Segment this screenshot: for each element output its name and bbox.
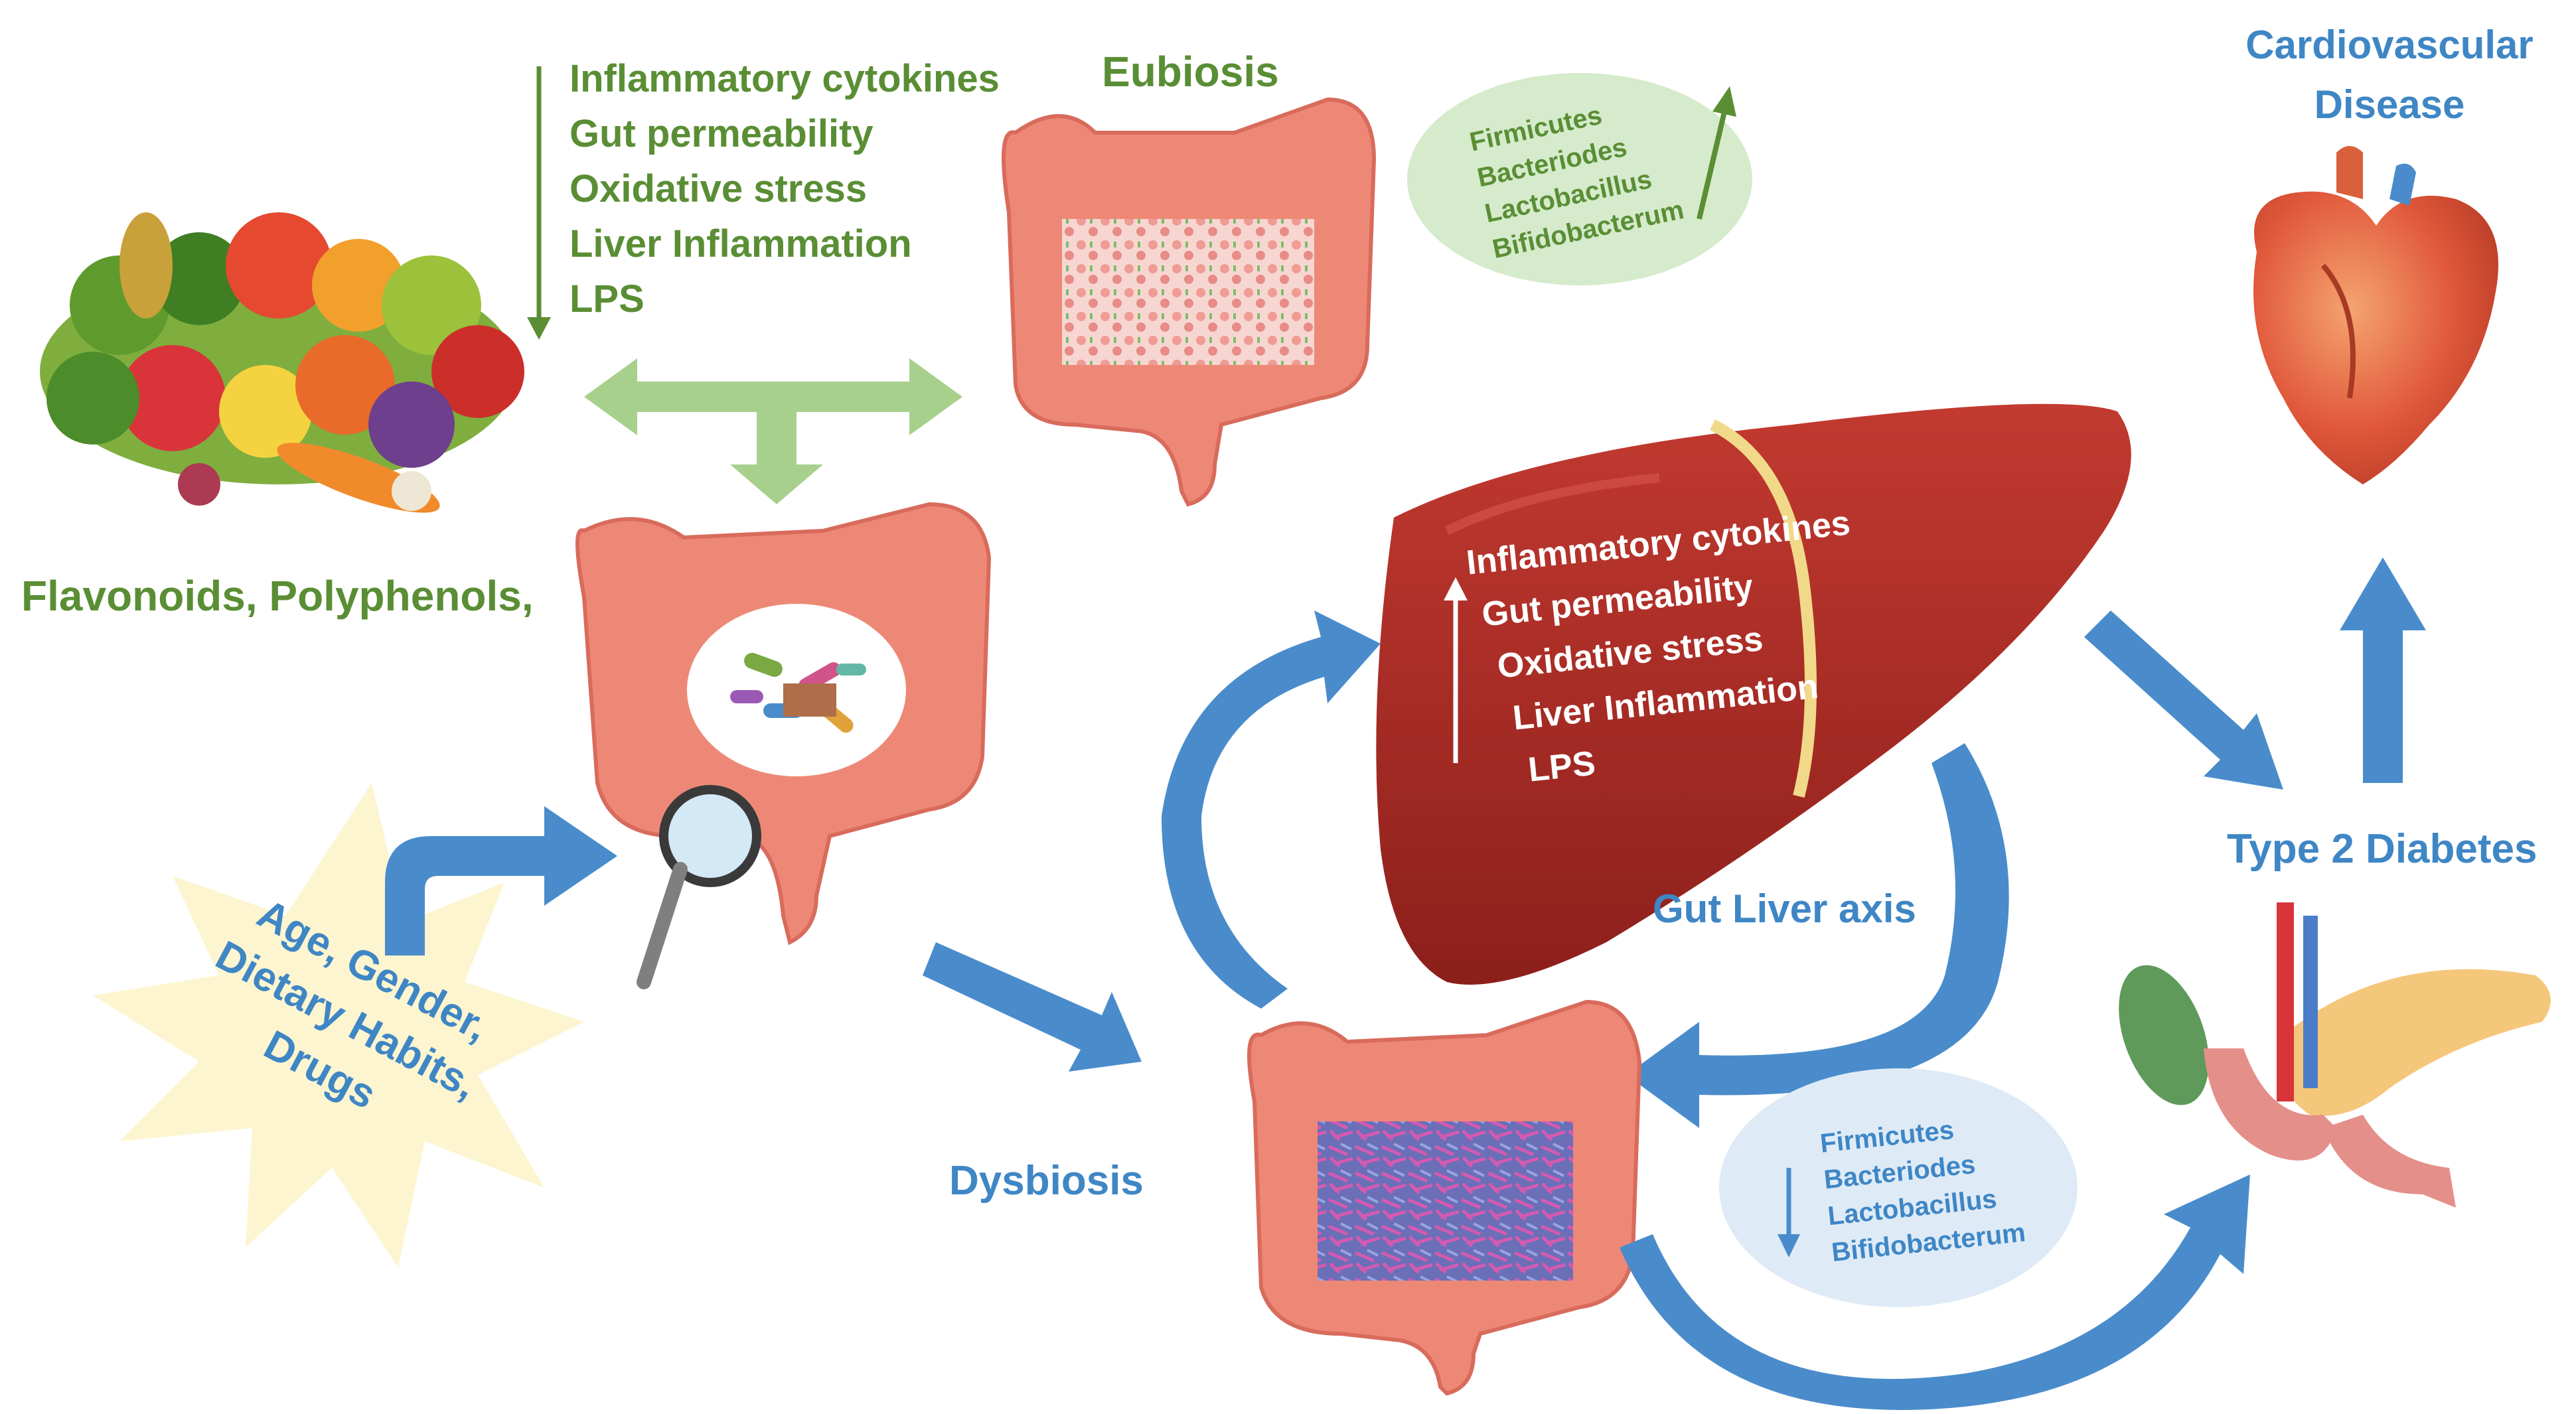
dysbiosis-label: Dysbiosis: [949, 1158, 1144, 1204]
blue-up-arrow: [2340, 557, 2426, 783]
top-effect-item: Inflammatory cytokines: [569, 57, 1000, 100]
vegetables-image: [40, 212, 524, 513]
top-effect-item: Oxidative stress: [569, 167, 867, 210]
intestine-icon: [1002, 97, 1377, 507]
magnifier-icon: [637, 785, 761, 989]
top-effects-list: Inflammatory cytokines Gut permeability …: [569, 57, 1000, 320]
intestine-icon: [575, 502, 992, 946]
eubiosis-label: Eubiosis: [1102, 48, 1279, 96]
liver-icon: [1376, 403, 2131, 985]
blue-arrow: [923, 942, 1142, 1072]
cardio-label: Cardiovascular Disease: [2245, 23, 2534, 127]
top-effect-item: Gut permeability: [569, 112, 873, 155]
up-arrow-icon: [1697, 86, 1736, 220]
eubiosis-bacteria-panel: Firmicutes Bacteriodes Lactobacillus Bif…: [1407, 73, 1752, 285]
cardio-label-line: Cardiovascular: [2245, 23, 2534, 67]
cardio-label-line: Disease: [2314, 82, 2465, 127]
blue-curved-arrow: [1620, 1174, 2250, 1410]
down-arrow-icon: [1778, 1168, 1800, 1257]
diet-label: Flavonoids, Polyphenols,: [21, 572, 534, 620]
bacteria-cluster: [730, 652, 866, 733]
blue-curved-arrow: [1626, 743, 2009, 1128]
down-arrow-icon: [527, 66, 551, 340]
diabetes-label: Type 2 Diabetes: [2227, 826, 2537, 872]
blue-curved-arrow: [1162, 610, 1381, 1009]
gut-liver-axis-label: Gut Liver axis: [1653, 886, 1916, 931]
blue-arrow: [2084, 610, 2283, 790]
green-exchange-arrow: [584, 358, 962, 504]
factors-starburst: Age, Gender, Dietary Habits, Drugs: [93, 783, 584, 1267]
blue-arrow: [385, 806, 617, 955]
top-effect-item: LPS: [569, 277, 644, 320]
liver-effect-item: LPS: [1527, 744, 1598, 789]
intestine-icon: [1247, 999, 1642, 1396]
heart-icon: [2253, 146, 2498, 484]
top-effect-item: Liver Inflammation: [569, 222, 912, 265]
dysbiosis-bacteria-panel: Firmicutes Bacteriodes Lactobacillus Bif…: [1719, 1068, 2078, 1307]
pancreas-icon: [2119, 902, 2551, 1208]
up-arrow-icon: [1444, 577, 1468, 763]
